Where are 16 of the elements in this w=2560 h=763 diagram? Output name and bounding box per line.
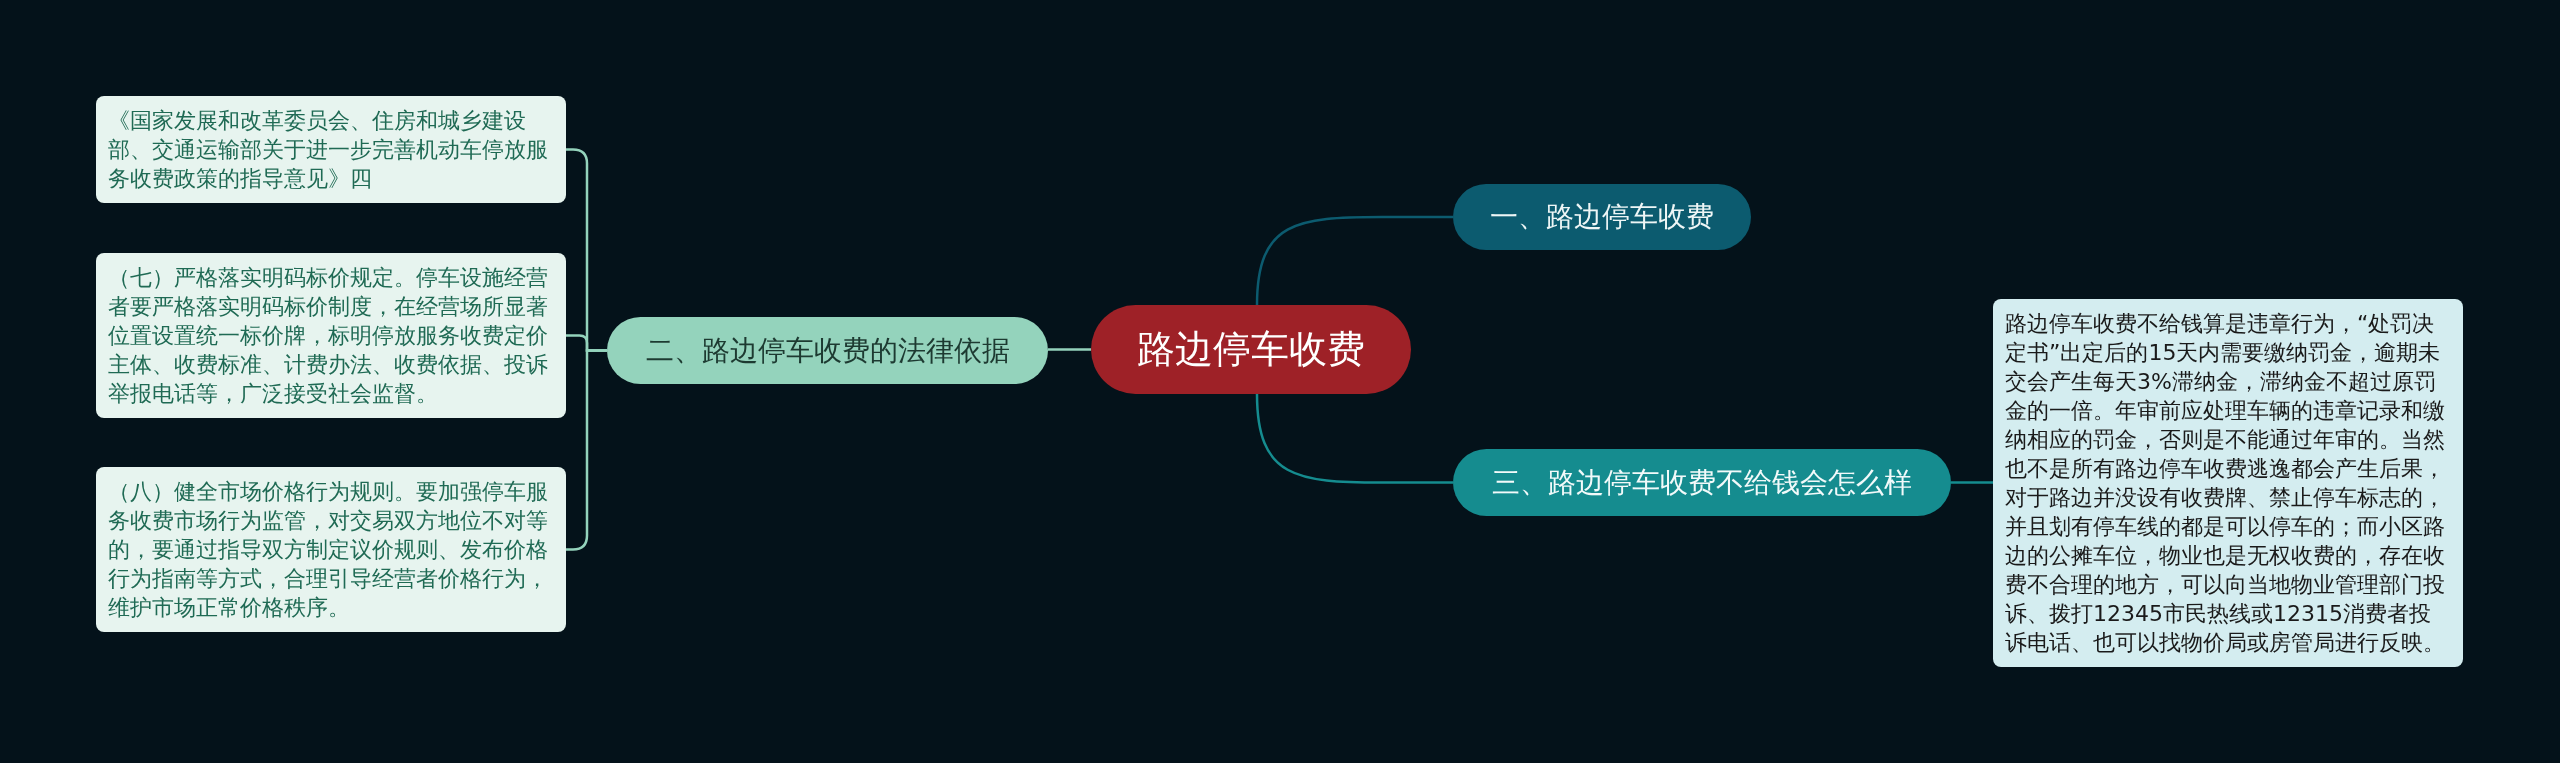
- branch-topic-text: 三、路边停车收费不给钱会怎么样: [1492, 465, 1912, 500]
- note-card: [96, 253, 566, 418]
- note-card: [96, 467, 566, 632]
- branch-line: [1951, 481, 1993, 484]
- branch-line: [1255, 393, 1453, 484]
- branch-topic-text: 一、路边停车收费: [1490, 200, 1714, 234]
- branch-line: [566, 349, 607, 551]
- note-text: 《国家发展和改革委员会、住房和城乡建设部、交通运输部关于进一步完善机动车停放服务收费政策的指导意见》四: [108, 107, 549, 193]
- branch-topic-text: 二、路边停车收费的法律依据: [645, 333, 1010, 368]
- note-text: （七）严格落实明码标价规定。停车设施经营者要严格落实明码标价制度，在经营场所显著位置设置统一标价牌，标明停放服务收费定价主体、收费标准、计费办法、收费依据、投诉举报电话等，广泛接受社会监督。: [108, 264, 549, 408]
- central-topic-text: 路边停车收费: [1137, 326, 1365, 373]
- branch-line: [1255, 215, 1453, 306]
- note-text: 路边停车收费不给钱算是违章行为，“处罚决定书”出定后的15天内需要缴纳罚金，逾期未交会产生每天3%滞纳金，滞纳金不超过原罚金的一倍。年审前应处理车辆的违章记录和缴纳相应的罚金，否则是不能通过年审的。当然也不是所有路边停车收费逃逸都会产生后果，对于路边并没设有收费牌、禁止停车标志的，并且划有停车线的都是可以停车的；而小区路边的公摊车位，物业也是无权收费的，存在收费不合理的地方，可以向当地物业管理部门投诉、拨打12345市民热线或12315消费者投诉电话、也可以找物价局或房管局进行反映。: [2005, 310, 2446, 657]
- note-card: [96, 96, 566, 203]
- branch-line: [1048, 348, 1091, 351]
- note-text: （八）健全市场价格行为规则。要加强停车服务收费市场行为监管，对交易双方地位不对等的，要通过指导双方制定议价规则、发布价格行为指南等方式，合理引导经营者价格行为，维护市场正常价格秩序。: [108, 478, 549, 622]
